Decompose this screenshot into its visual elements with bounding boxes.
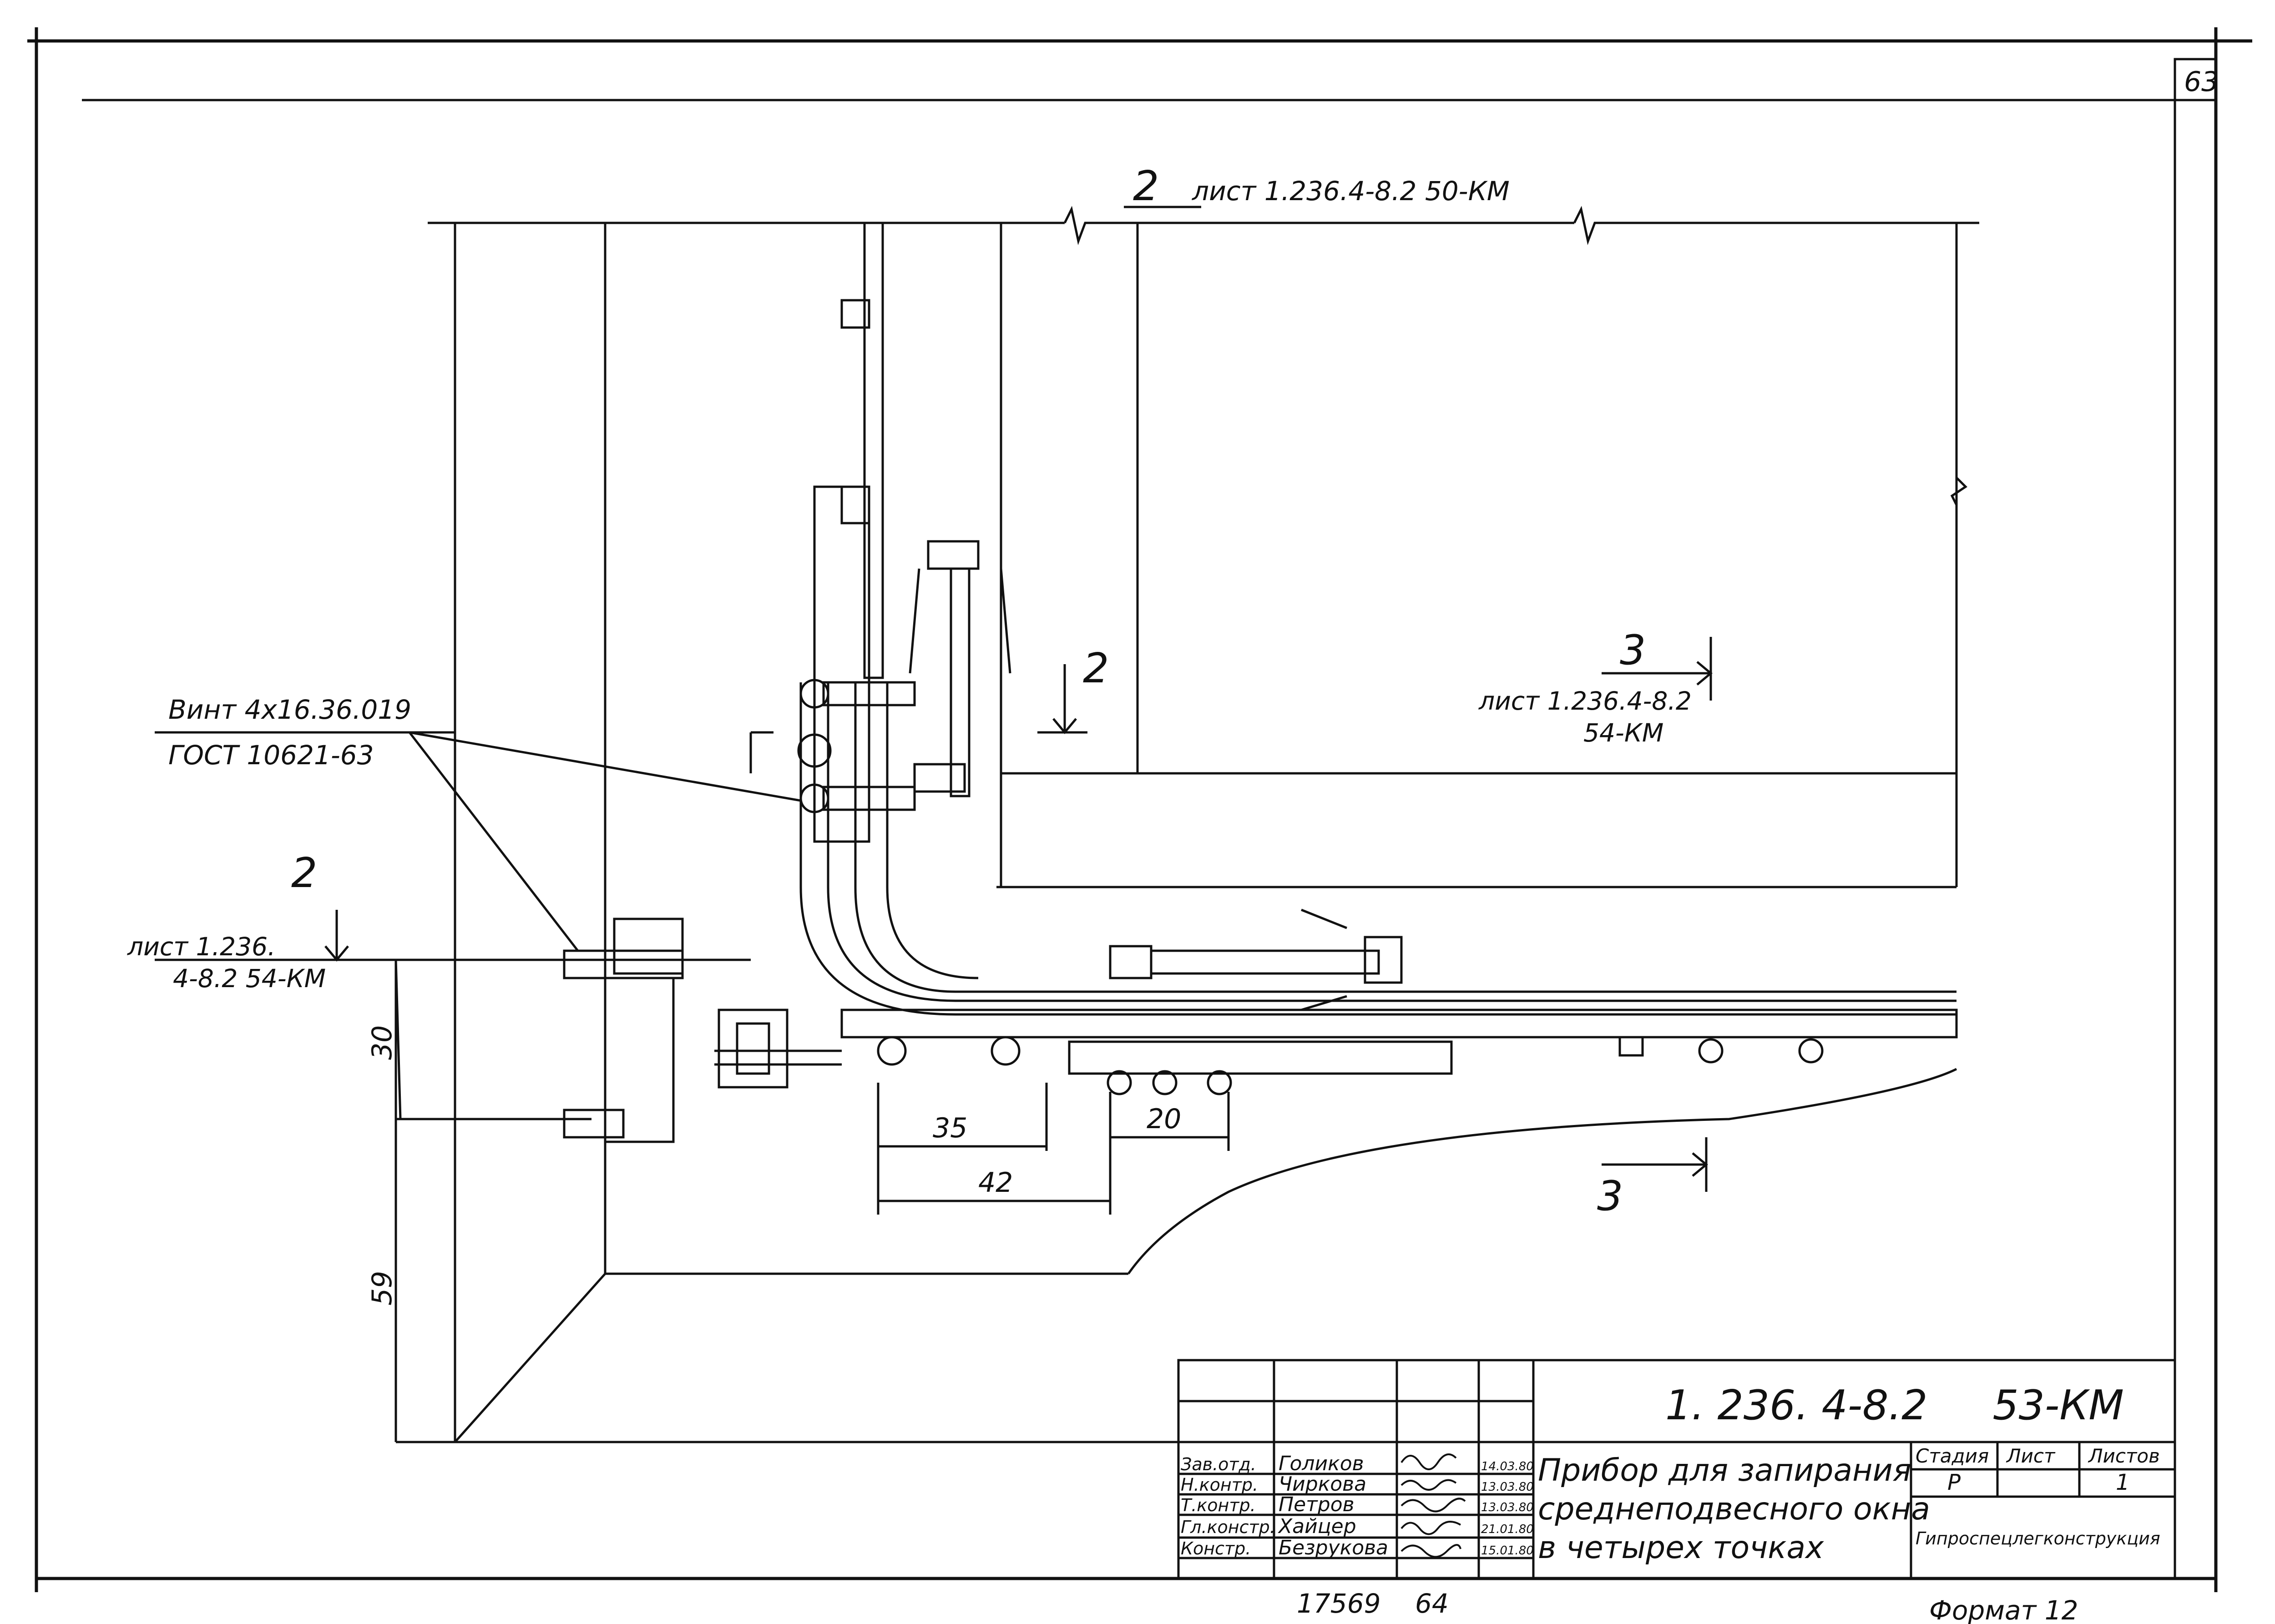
inner-frame [82,99,2176,1579]
section-3-top-reference-2: 54-КМ [1583,718,1663,747]
dimension-35: 35 [933,1112,967,1144]
signer-name: Петров [1279,1493,1355,1516]
sheets-header: Листов [2088,1445,2160,1467]
section-2-left-reference-1: лист 1.236. [127,932,276,961]
signer-role: Н.контр. [1181,1475,1258,1495]
signer-date: 21.01.80 [1481,1523,1534,1536]
section-2-right-number: 2 [1083,645,1109,692]
signer-role: Гл.констр. [1181,1517,1275,1537]
section-3-bottom-number: 3 [1597,1172,1623,1220]
signer-row: Н.контр. Чиркова 13.03.80 [1181,1473,1534,1496]
dimension-20: 20 [1147,1103,1181,1135]
page-number: 63 [2184,66,2219,98]
drawing-title-line-3: в четырех точках [1538,1530,1824,1566]
sheet-frame [27,27,2252,1592]
signer-row: Зав.отд. Голиков 14.03.80 [1181,1452,1534,1475]
stage-header: Стадия [1916,1445,1989,1467]
signer-date: 13.03.80 [1481,1501,1534,1514]
title-block [1177,1359,2176,1580]
bottom-format: Формат 12 [1929,1595,2078,1624]
organization-name: Гипроспецлегконструкция [1916,1528,2160,1548]
signer-name: Безрукова [1279,1536,1388,1559]
signer-date: 13.03.80 [1481,1480,1534,1494]
sheet-header: Лист [2006,1445,2056,1467]
signer-date: 15.01.80 [1481,1544,1534,1558]
section-3-top-reference-1: лист 1.236.4-8.2 [1478,686,1692,716]
bottom-number-right: 64 [1415,1588,1449,1619]
page-number-box [2174,58,2217,101]
section-3-top-number: 3 [1620,626,1646,674]
top-section-number: 2 [1133,162,1159,210]
signer-row: Т.контр. Петров 13.03.80 [1181,1493,1534,1516]
signer-role: Т.контр. [1181,1495,1256,1515]
section-2-left-number: 2 [291,849,317,897]
signer-name: Голиков [1279,1452,1364,1475]
signer-date: 14.03.80 [1481,1460,1534,1473]
signer-role: Зав.отд. [1181,1454,1256,1474]
bottom-number-left: 17569 [1297,1588,1381,1619]
dimension-30: 30 [366,1025,398,1060]
dimension-42: 42 [978,1167,1013,1199]
screw-label-1: Винт 4х16.36.019 [168,694,411,725]
dimension-59: 59 [366,1271,398,1306]
stage-value: Р [1947,1470,1961,1495]
top-section-reference: лист 1.236.4-8.2 50-КМ [1192,176,1510,207]
drawing-title-line-2: среднеподвесного окна [1538,1491,1930,1527]
signer-name: Хайцер [1278,1515,1356,1538]
signer-name: Чиркова [1279,1473,1366,1496]
window-assembly-drawing [155,206,1979,1443]
signer-role: Констр. [1181,1538,1251,1558]
drawing-title-line-1: Прибор для запирания [1538,1453,1911,1488]
signer-row: Констр. Безрукова 15.01.80 [1181,1536,1534,1559]
sheets-value: 1 [2116,1470,2130,1495]
section-2-left-reference-2: 4-8.2 54-КМ [173,964,326,993]
signer-row: Гл.констр. Хайцер 21.01.80 [1181,1515,1534,1538]
signatures [1400,1453,1466,1558]
document-code: 1. 236. 4-8.2 53-КМ [1665,1382,2124,1429]
screw-label-2: ГОСТ 10621-63 [168,740,374,771]
